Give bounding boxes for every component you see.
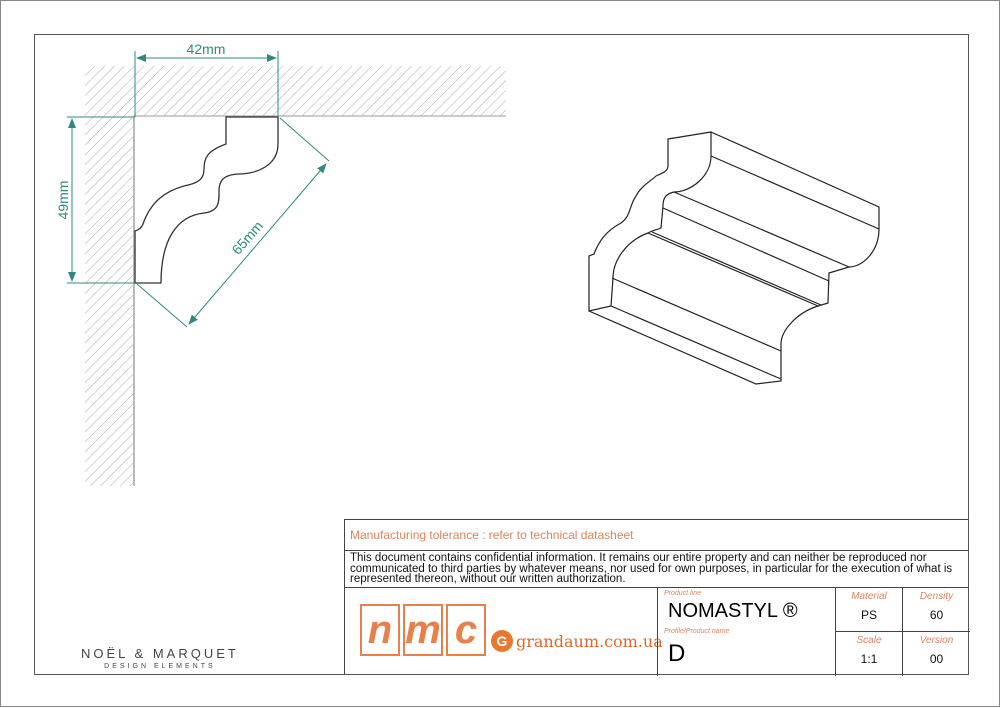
grandaum-logo-icon: G xyxy=(491,630,513,652)
material-cell: Material PS xyxy=(835,588,902,632)
website-text: grandaum.com.ua xyxy=(516,631,663,651)
confidentiality-note: This document contains confidential info… xyxy=(345,551,969,588)
scale-label: Scale xyxy=(856,635,882,646)
version-cell: Version 00 xyxy=(902,632,970,676)
dimension-lines xyxy=(67,51,330,328)
height-dimension: 49mm xyxy=(55,181,71,220)
density-value: 60 xyxy=(929,608,944,622)
logo-cell: n m c G grandaum.com.ua xyxy=(345,588,663,676)
logo-letter: m xyxy=(403,604,443,656)
wall-hatching xyxy=(85,66,506,486)
product-line: NOMASTYL ® xyxy=(668,600,798,622)
drawing-frame xyxy=(34,34,969,675)
nmc-logo: n m c xyxy=(360,604,486,656)
brand-name: NOËL & MARQUET xyxy=(81,646,239,661)
product-name-label: Profile/Product name xyxy=(664,628,730,635)
product-line-label: Product line xyxy=(664,590,701,597)
diagonal-dimension: 65mm xyxy=(228,218,266,258)
scale-value: 1:1 xyxy=(860,652,878,666)
density-label: Density xyxy=(919,591,954,602)
density-cell: Density 60 xyxy=(902,588,970,632)
scale-cell: Scale 1:1 xyxy=(835,632,902,676)
logo-letter: n xyxy=(360,604,400,656)
title-block: Manufacturing tolerance : refer to techn… xyxy=(344,519,970,676)
tolerance-note: Manufacturing tolerance : refer to techn… xyxy=(345,520,969,551)
profile-section xyxy=(134,116,279,284)
version-label: Version xyxy=(919,635,954,646)
width-dimension: 42mm xyxy=(187,41,226,57)
material-label: Material xyxy=(851,591,887,602)
product-cell: Product line NOMASTYL ® Profile/Product … xyxy=(657,588,835,676)
material-value: PS xyxy=(860,608,877,622)
isometric-view xyxy=(588,131,880,385)
brand-logo: NOËL & MARQUET DESIGN ELEMENTS xyxy=(81,646,239,670)
version-value: 00 xyxy=(929,652,944,666)
brand-tagline: DESIGN ELEMENTS xyxy=(104,663,216,670)
website-link[interactable]: G grandaum.com.ua xyxy=(491,630,663,652)
product-name: D xyxy=(668,640,686,667)
logo-letter: c xyxy=(446,604,486,656)
